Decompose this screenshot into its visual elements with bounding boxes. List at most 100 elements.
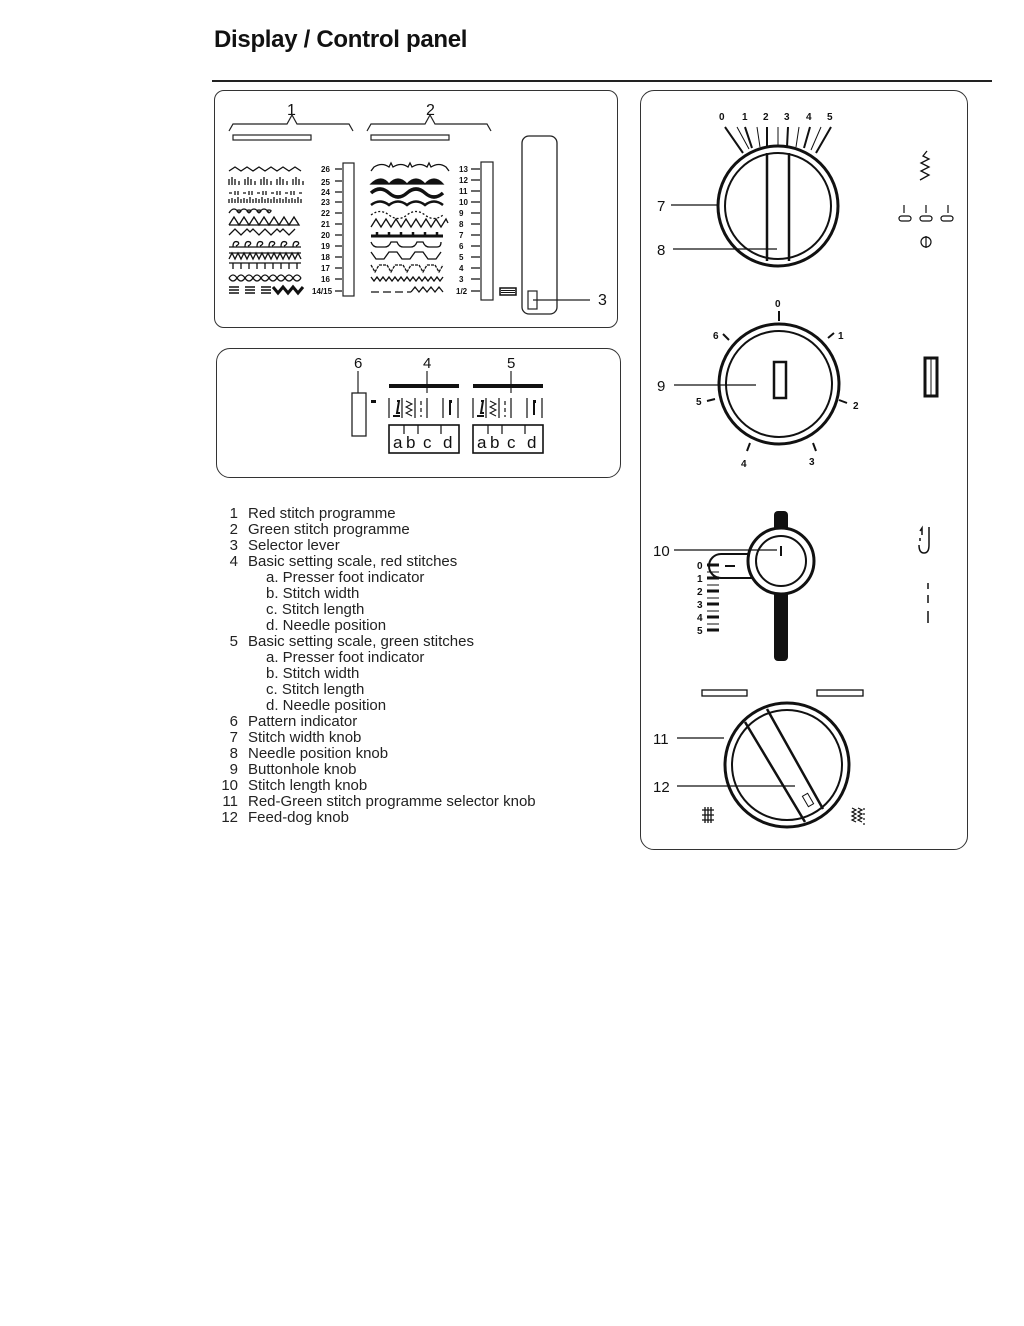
stitch-width-tick-labels: 0 1 2 3 4 5 [719, 112, 833, 123]
callout-12: 12 [653, 779, 670, 796]
svg-text:18: 18 [321, 253, 330, 262]
svg-text:0: 0 [775, 299, 781, 310]
green-stitch-ticks [471, 168, 480, 292]
buttonhole-ticks [706, 311, 848, 452]
callout-6: 6 [354, 355, 362, 372]
svg-text:23: 23 [321, 198, 330, 207]
callout-11: 11 [653, 731, 669, 748]
red-programme-window [232, 134, 312, 141]
svg-text:13: 13 [459, 165, 468, 174]
title-divider [212, 80, 992, 82]
buttonhole-tick-labels: 0 1 2 3 4 5 6 [696, 299, 859, 470]
svg-text:0: 0 [697, 561, 703, 572]
callout-5: 5 [507, 355, 515, 372]
svg-text:2: 2 [697, 587, 703, 598]
red-programme-brace [228, 113, 354, 132]
svg-text:4: 4 [741, 459, 747, 470]
red-stitch-scale-bar [342, 162, 355, 297]
stitch-programmes-diagram: 1 2 26 25 24 23 22 [228, 102, 607, 315]
green-stitch-numbers: 13 12 11 10 9 8 7 6 5 4 3 1/2 [456, 165, 468, 296]
svg-text:6: 6 [459, 242, 464, 251]
needle-position-knob[interactable] [765, 153, 791, 261]
stitch-programmes-panel: 1 2 26 25 24 23 22 [214, 90, 618, 328]
presser-foot-icon [477, 400, 485, 417]
svg-text:b: b [490, 433, 499, 452]
control-knobs-diagram: 0 1 2 3 4 5 7 8 0 1 [653, 112, 954, 829]
svg-text:24: 24 [321, 188, 330, 197]
selector-indicator-mark [499, 287, 517, 296]
green-stitch-patterns [369, 161, 450, 294]
callout-8: 8 [657, 242, 665, 259]
buttonhole-bartack-icon [918, 525, 930, 554]
legend-subitem: d. Needle position [266, 617, 387, 634]
needle-positions-icon [898, 205, 954, 248]
svg-text:20: 20 [321, 231, 330, 240]
green-programme-indicator [816, 689, 864, 697]
selector-lever-slot[interactable] [521, 135, 558, 315]
legend-subitem: b. Stitch width [266, 585, 360, 602]
red-stitch-setting-scale: 4 a b c d [388, 355, 460, 454]
svg-text:25: 25 [321, 178, 330, 187]
red-programme-indicator [701, 689, 748, 697]
svg-text:c: c [423, 433, 432, 452]
legend-subitem: a. Presser foot indicator [266, 569, 425, 586]
svg-text:6: 6 [713, 331, 719, 342]
zigzag-stitch-icon [919, 150, 931, 181]
presser-foot-icon [393, 400, 401, 417]
svg-text:2: 2 [763, 112, 769, 123]
green-programme-window [370, 134, 450, 141]
svg-text:5: 5 [696, 397, 702, 408]
svg-text:1: 1 [697, 574, 703, 585]
svg-text:c: c [507, 433, 516, 452]
pattern-indicator-mark [371, 400, 376, 403]
stitch-width-icon [404, 400, 414, 417]
svg-text:8: 8 [459, 220, 464, 229]
svg-text:14/15: 14/15 [312, 287, 333, 296]
callout-9: 9 [657, 378, 665, 395]
svg-text:3: 3 [697, 600, 703, 611]
svg-text:10: 10 [459, 198, 468, 207]
svg-text:b: b [406, 433, 415, 452]
svg-text:1: 1 [838, 331, 844, 342]
svg-text:21: 21 [321, 220, 330, 229]
feed-dog-up-icon [850, 807, 865, 825]
red-stitch-patterns [228, 166, 305, 296]
green-stitch-setting-scale: 5 a b c d [472, 355, 544, 454]
svg-text:a: a [393, 433, 403, 452]
svg-text:22: 22 [321, 209, 330, 218]
stitch-width-knob[interactable] [716, 144, 840, 268]
legend-subitem: c. Stitch length [266, 681, 365, 698]
feed-dog-knob[interactable] [743, 708, 825, 823]
svg-text:2: 2 [853, 401, 859, 412]
programme-selector-knob[interactable] [723, 701, 851, 829]
stitch-width-ticks [724, 126, 832, 154]
svg-text:9: 9 [459, 209, 464, 218]
stitch-width-icon [488, 400, 498, 417]
svg-text:11: 11 [459, 187, 468, 196]
stitch-length-scale [707, 563, 719, 632]
svg-text:3: 3 [459, 275, 464, 284]
green-stitch-scale-bar [480, 161, 494, 301]
callout-4: 4 [423, 355, 431, 372]
callout-2: 2 [426, 102, 435, 119]
legend-subitem: a. Presser foot indicator [266, 649, 425, 666]
buttonhole-symbol-icon [923, 356, 939, 398]
svg-text:0: 0 [719, 112, 725, 123]
stitch-length-tick-labels: 0 1 2 3 4 5 [697, 561, 703, 637]
callout-3: 3 [598, 292, 607, 309]
svg-text:26: 26 [321, 165, 330, 174]
page-title: Display / Control panel [214, 26, 468, 53]
pattern-indicator [351, 392, 367, 437]
red-stitch-numbers: 26 25 24 23 22 21 20 19 18 17 16 14/15 [312, 165, 333, 296]
